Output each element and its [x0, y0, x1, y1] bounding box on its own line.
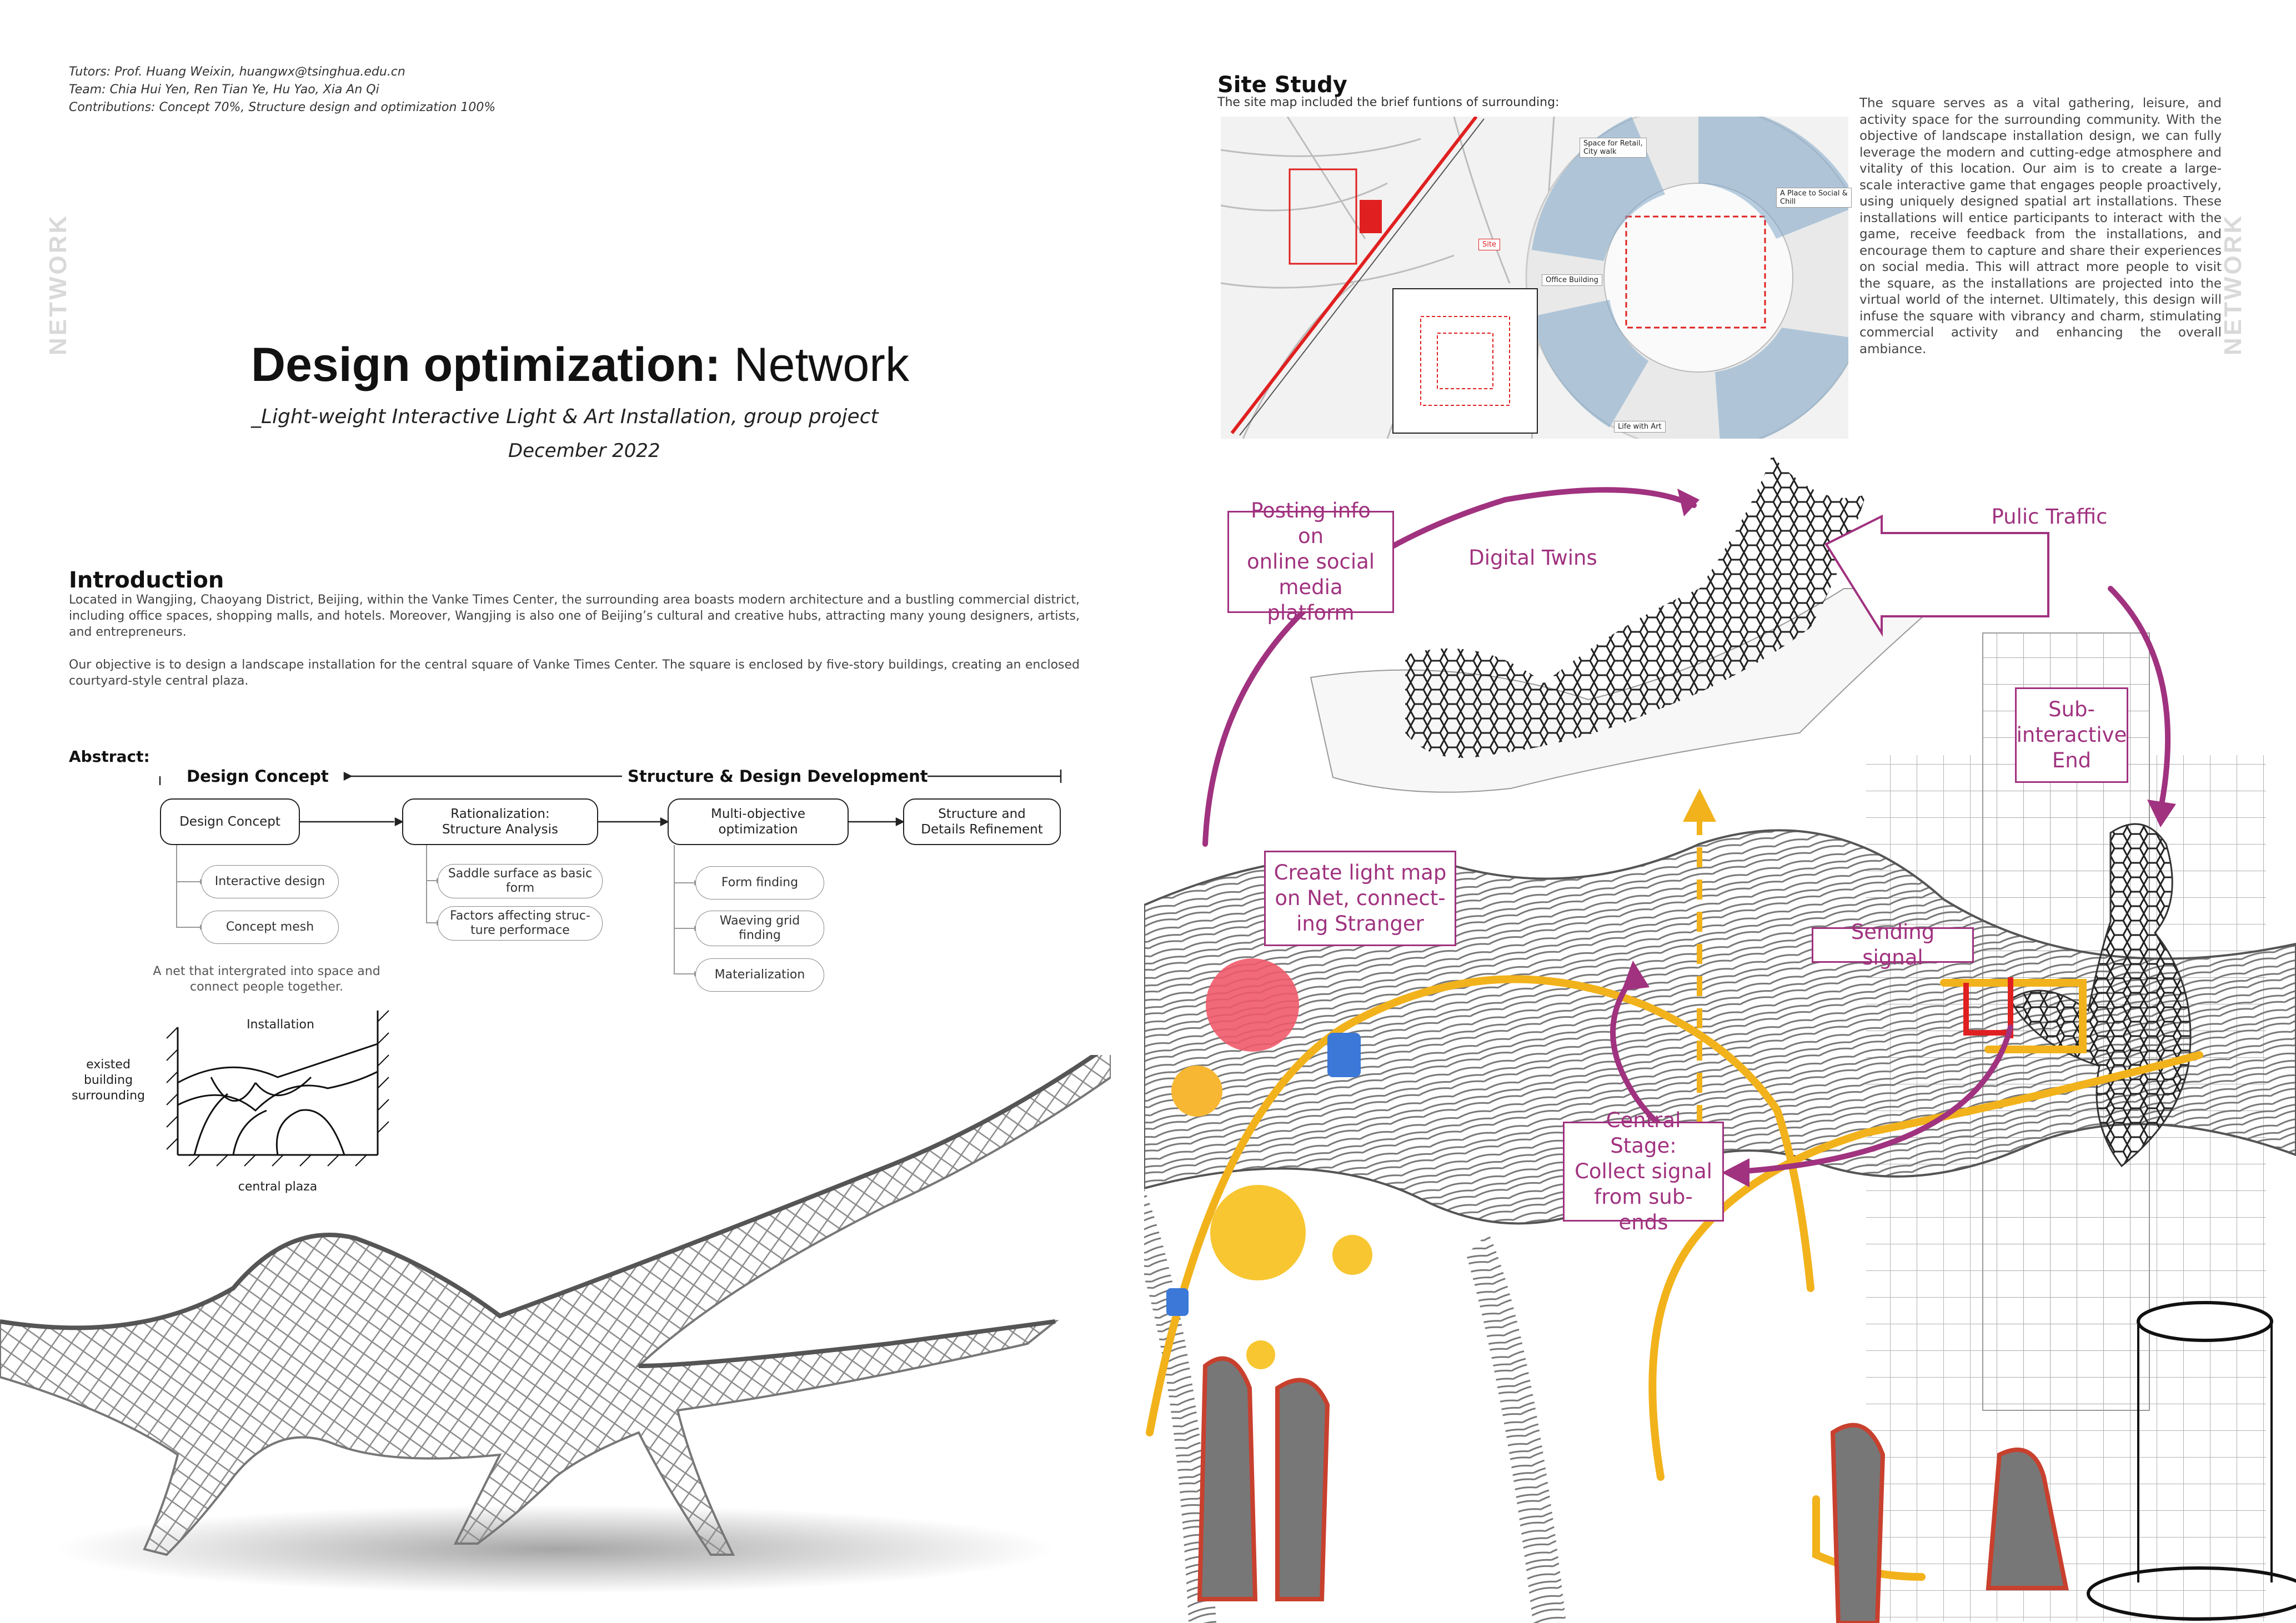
annotation-central-stage: Central Stage: Collect signal from sub-e…: [1563, 1108, 1724, 1234]
annotation-sending-signal: Sending signal: [1812, 920, 1974, 969]
item-structure-factors: Factors affecting struc- ture performace: [438, 906, 603, 941]
step-refinement: Structure and Details Refinement: [903, 798, 1061, 845]
annotation-digital-twins: Digital Twins: [1468, 546, 1597, 570]
item-concept-mesh: Concept mesh: [201, 911, 339, 944]
item-weaving-grid: Waeving grid finding: [695, 911, 824, 946]
site-study-heading: Site Study: [1217, 72, 1347, 98]
map-label-office: Office Building: [1542, 274, 1602, 286]
credits-block: Tutors: Prof. Huang Weixin, huangwx@tsin…: [69, 63, 495, 117]
section-sketch: [166, 1010, 389, 1167]
page-subtitle: _Light-weight Interactive Light & Art In…: [251, 405, 879, 428]
phase-structure-development: Structure & Design Development: [628, 767, 928, 786]
side-label-right: NETWORK: [2219, 213, 2247, 355]
tutors-line: Tutors: Prof. Huang Weixin, huangwx@tsin…: [69, 65, 405, 79]
sketch-installation-label: Installation: [247, 1018, 314, 1032]
phase-design-concept: Design Concept: [187, 767, 329, 786]
abstract-note: A net that intergrated into space and co…: [153, 964, 380, 994]
annotation-public-traffic: Pulic Traffic: [1991, 505, 2108, 529]
annotation-posting: Posting info on online social media plat…: [1227, 499, 1394, 625]
structure-render: [0, 1055, 1111, 1594]
introduction-heading: Introduction: [69, 567, 224, 593]
step-design-concept: Design Concept: [160, 798, 300, 845]
map-label-retail: Space for Retail, City walk: [1580, 138, 1647, 158]
team-line: Team: Chia Hui Yen, Ren Tian Ye, Hu Yao,…: [69, 83, 379, 97]
introduction-paragraph-1: Located in Wangjing, Chaoyang District, …: [69, 593, 1080, 639]
site-study-subtitle: The site map included the brief funtions…: [1217, 96, 1560, 109]
sketch-existed-label: existed building surrounding: [72, 1058, 145, 1103]
site-map: [1221, 117, 1848, 439]
page-title: Design optimization: Network: [251, 338, 909, 393]
map-label-site: Site: [1478, 239, 1500, 250]
annotation-sub-interactive-end: Sub- interactive End: [2015, 687, 2128, 783]
item-interactive-design: Interactive design: [201, 865, 339, 898]
title-bold: Design optimization:: [251, 338, 721, 391]
map-label-life: Life with Art: [1614, 421, 1666, 433]
site-study-paragraph: The square serves as a vital gathering, …: [1859, 96, 2222, 356]
project-date: December 2022: [508, 440, 660, 462]
contributions-line: Contributions: Concept 70%, Structure de…: [69, 101, 496, 114]
item-materialization: Materialization: [695, 958, 824, 992]
abstract-label: Abstract:: [69, 747, 150, 766]
item-saddle-surface: Saddle surface as basic form: [438, 864, 603, 898]
introduction-paragraph-2: Our objective is to design a landscape i…: [69, 658, 1080, 688]
sketch-plaza-label: central plaza: [238, 1180, 318, 1194]
map-label-social: A Place to Social & Chill: [1776, 188, 1852, 208]
title-regular: Network: [720, 338, 909, 391]
annotation-light-map: Create light map on Net, connect- ing St…: [1264, 851, 1456, 946]
step-rationalization: Rationalization: Structure Analysis: [402, 798, 598, 845]
item-form-finding: Form finding: [695, 866, 824, 900]
step-multi-objective: Multi-objective optimization: [668, 798, 849, 845]
